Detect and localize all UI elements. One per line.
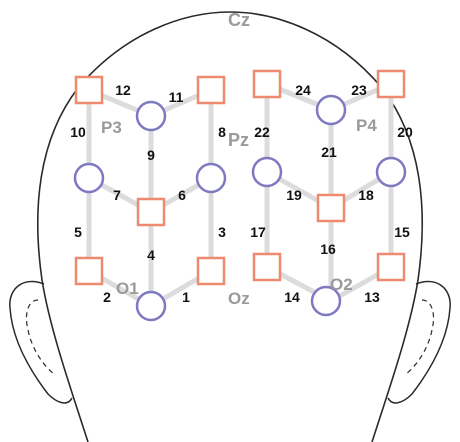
channel-label: 9 — [147, 147, 155, 163]
channel-label: 20 — [397, 124, 413, 140]
position-labels: Cz Pz P3 P4 O1 Oz O2 — [101, 10, 377, 308]
position-label-o2: O2 — [330, 275, 353, 294]
channel-label: 3 — [218, 224, 226, 240]
channel-label: 10 — [70, 124, 86, 140]
channel-label: 14 — [284, 289, 300, 305]
detector-optode — [195, 162, 227, 194]
channel-lines — [86, 81, 394, 309]
source-optode — [196, 256, 226, 286]
channel-label: 5 — [74, 224, 82, 240]
left-ear — [9, 280, 73, 404]
channel-label: 18 — [358, 187, 374, 203]
channel-label: 17 — [250, 224, 266, 240]
source-optode — [74, 256, 104, 286]
detector-optode — [73, 162, 105, 194]
channel-label: 24 — [295, 82, 311, 98]
channel-label: 4 — [147, 247, 155, 263]
right-ear — [387, 280, 451, 404]
channel-label: 2 — [103, 289, 111, 305]
head-outline — [36, 11, 424, 442]
source-optode — [252, 252, 282, 282]
source-optode — [196, 75, 226, 105]
detector-optode — [251, 156, 283, 188]
channel-label: 22 — [254, 124, 270, 140]
source-optode — [376, 69, 406, 99]
position-label-cz: Cz — [228, 10, 250, 30]
detector-optode — [135, 290, 167, 322]
channel-label: 23 — [351, 82, 367, 98]
channel-label: 11 — [169, 89, 184, 105]
position-label-p4: P4 — [356, 116, 377, 135]
source-optode — [74, 75, 104, 105]
channel-label: 12 — [115, 82, 131, 98]
channel-label: 8 — [218, 124, 226, 140]
channel-label: 21 — [321, 144, 337, 160]
source-optode — [316, 193, 346, 223]
sources — [74, 69, 406, 286]
detectors — [73, 94, 407, 322]
source-optode — [136, 197, 166, 227]
source-optode — [252, 69, 282, 99]
position-label-p3: P3 — [101, 118, 122, 137]
channel-label: 19 — [286, 187, 302, 203]
detector-optode — [315, 94, 347, 126]
source-optode — [376, 252, 406, 282]
channel-label: 13 — [364, 289, 380, 305]
channel-label: 7 — [113, 187, 121, 203]
channel-label: 1 — [182, 289, 190, 305]
position-label-pz: Pz — [228, 130, 249, 150]
detector-optode — [310, 285, 342, 317]
channel-labels: 1 2 3 4 5 6 7 8 9 10 11 12 13 14 15 16 1… — [70, 82, 413, 305]
channel-label: 6 — [178, 187, 186, 203]
channel-label: 16 — [320, 241, 336, 257]
channel-label: 15 — [394, 224, 410, 240]
detector-optode — [375, 156, 407, 188]
position-label-o1: O1 — [116, 279, 139, 298]
detector-optode — [135, 100, 167, 132]
position-label-oz: Oz — [228, 289, 250, 308]
